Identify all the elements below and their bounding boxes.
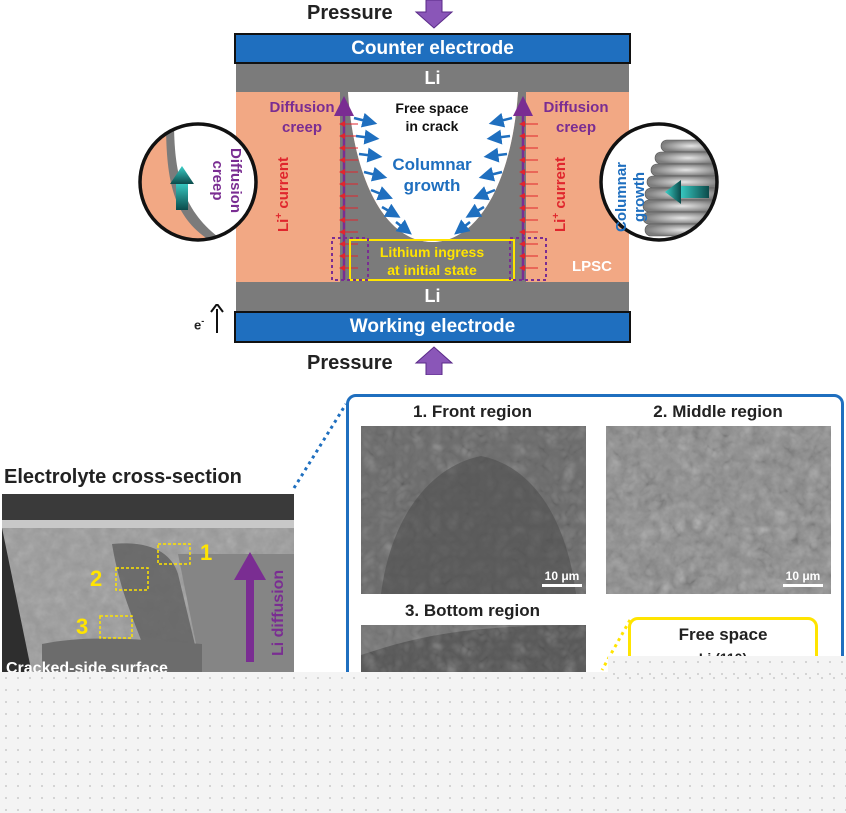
crack-diagram	[331, 92, 547, 282]
free-space-connector-line	[600, 619, 632, 671]
bottom-region-title: 3. Bottom region	[404, 601, 541, 620]
cross-section-sem-image	[2, 494, 294, 674]
pressure-down-arrow-icon	[414, 0, 454, 29]
middle-region-title: 2. Middle region	[653, 402, 783, 421]
cross-section-annotations	[99, 543, 266, 662]
li-layer-top: Li	[236, 64, 629, 92]
obscured-region-right	[608, 656, 846, 676]
columnar-growth-label: Columnar growth	[392, 155, 472, 195]
free-space-box-title: Free space	[678, 625, 768, 644]
front-scale-bar: 10 μm	[542, 569, 582, 587]
middle-scale-bar: 10 μm	[783, 569, 823, 587]
front-region-title: 1. Front region	[413, 402, 532, 421]
free-space-label: Free space in crack	[395, 100, 469, 134]
marker-1: 1	[200, 540, 213, 565]
electron-label: e-	[194, 316, 205, 333]
cracked-surface-label: Cracked-side surface	[6, 660, 168, 672]
inset-columnar-growth-label: Columnar growth	[613, 161, 648, 232]
li-current-arrows-left	[339, 121, 358, 271]
counter-electrode: Counter electrode	[234, 33, 631, 64]
diffusion-creep-label-right: Diffusion creep	[543, 99, 609, 136]
pressure-up-arrow-icon	[414, 346, 454, 375]
middle-region-sem-image	[606, 426, 831, 594]
lpsc-label: LPSC	[572, 258, 613, 275]
li-current-label-right: Li+ current	[551, 156, 569, 232]
front-region-sem-image	[361, 426, 586, 594]
lithium-ingress-label: Lithium ingress at initial state	[379, 244, 485, 278]
li-layer-bottom: Li	[236, 282, 629, 311]
columnar-growth-inset	[599, 122, 719, 242]
pressure-top-label: Pressure	[307, 2, 393, 24]
working-electrode: Working electrode	[234, 311, 631, 343]
pressure-bottom-label: Pressure	[307, 352, 393, 374]
cross-section-title: Electrolyte cross-section	[4, 466, 242, 488]
diffusion-creep-inset	[138, 122, 258, 242]
li-diffusion-label: Li diffusion	[270, 569, 287, 656]
li-current-label-left: Li+ current	[274, 156, 292, 232]
marker-3: 3	[76, 614, 89, 639]
marker-2: 2	[90, 566, 103, 591]
diffusion-creep-label-left: Diffusion creep	[269, 99, 335, 136]
inset-diffusion-creep-label: Diffusion creep	[209, 148, 244, 213]
columnar-growth-arrows	[353, 112, 513, 235]
li-current-arrows-right	[519, 121, 538, 271]
obscured-region	[0, 672, 846, 813]
electron-arrow-icon	[210, 304, 224, 333]
connector-dotted-line	[292, 403, 348, 489]
